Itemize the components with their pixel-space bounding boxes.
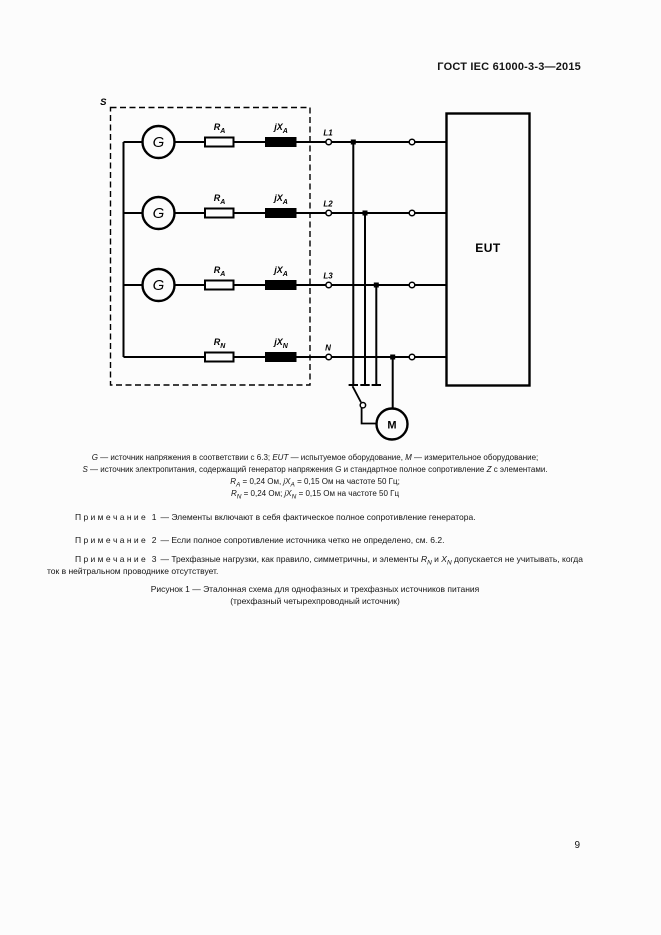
inductor-label: jXA	[273, 265, 288, 278]
terminal-label: L3	[323, 272, 333, 281]
inductor	[265, 280, 297, 290]
caption-line-2: (трехфазный четырехпроводный источник)	[230, 596, 400, 606]
legend-line-2: S — источник электропитания, содержащий …	[82, 465, 548, 474]
legend-line-1: G — источник напряжения в соответствии с…	[91, 453, 539, 462]
generator-symbol: G	[153, 134, 165, 151]
phase-row-l1: G RA jXA L1	[123, 122, 447, 160]
terminal-label: N	[325, 344, 331, 353]
generator-symbol: G	[153, 205, 165, 222]
page-number: 9	[574, 840, 580, 851]
inductor	[265, 208, 297, 218]
selector-switch	[351, 385, 377, 425]
resistor	[204, 207, 235, 219]
inductor-label: jXA	[273, 122, 288, 135]
meter: M	[375, 407, 409, 441]
phase-row-l3: G RA jXA L3	[123, 265, 447, 303]
inductor	[265, 352, 297, 362]
terminal	[408, 281, 416, 289]
neutral-row: RN jXN N	[123, 337, 447, 363]
resistor-label: RA	[214, 265, 226, 278]
resistor	[204, 136, 235, 148]
inductor-label: jXN	[273, 337, 289, 350]
resistor-label: RN	[214, 337, 227, 350]
caption-line-1: Рисунок 1 — Эталонная схема для однофазн…	[150, 584, 480, 594]
terminal	[408, 138, 416, 146]
eut-label: EUT	[475, 241, 501, 255]
legend-formula-1: RA = 0,24 Ом, jXA = 0,15 Ом на частоте 5…	[230, 477, 400, 489]
terminal	[325, 138, 333, 146]
source-box	[109, 106, 311, 386]
meter-label: M	[387, 419, 396, 431]
measurement-taps	[348, 139, 396, 409]
eut-box	[445, 112, 531, 387]
resistor-label: RA	[214, 122, 226, 135]
terminal	[408, 353, 416, 361]
inductor-label: jXA	[273, 193, 288, 206]
terminal	[325, 353, 333, 361]
resistor	[204, 279, 235, 291]
resistor	[204, 351, 235, 363]
figure-caption: Рисунок 1 — Эталонная схема для однофазн…	[47, 583, 583, 607]
circuit-diagram: S M EU	[100, 97, 531, 441]
terminal	[408, 209, 416, 217]
legend-formula-2: RN = 0,24 Ом; jXN = 0,15 Ом на частоте 5…	[230, 489, 400, 501]
switch-arm	[351, 385, 362, 403]
switch-contact	[359, 401, 367, 409]
terminal-label: L2	[323, 200, 333, 209]
eut: EUT	[445, 112, 531, 387]
resistor-label: RA	[214, 193, 226, 206]
figure-legend: G — источник напряжения в соответствии с…	[47, 452, 583, 500]
document-header: ГОСТ IEC 61000-3-3—2015	[437, 61, 581, 73]
terminal	[325, 209, 333, 217]
terminal	[325, 281, 333, 289]
inductor	[265, 137, 297, 147]
phase-row-l2: G RA jXA L2	[123, 193, 447, 231]
generator-symbol: G	[153, 277, 165, 294]
meter-circle	[375, 407, 409, 441]
source-box-label: S	[100, 97, 107, 108]
terminal-label: L1	[323, 129, 333, 138]
